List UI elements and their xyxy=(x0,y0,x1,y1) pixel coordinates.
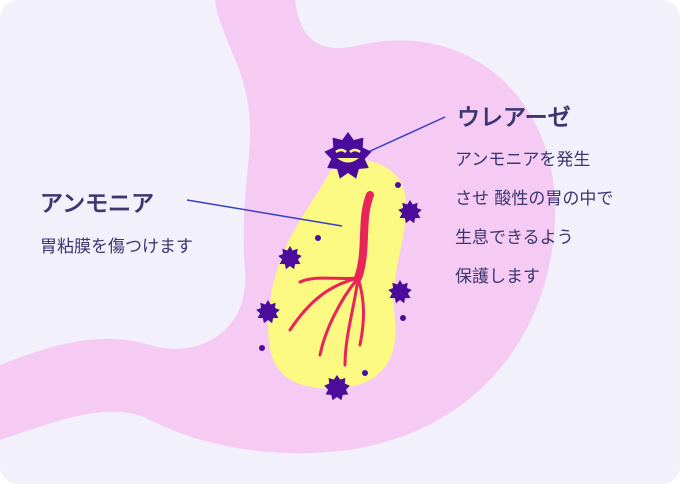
enzyme-star-icon xyxy=(278,246,302,270)
bacterium-body xyxy=(268,159,406,389)
enzyme-dot xyxy=(259,345,265,351)
ammonia-title: アンモニア xyxy=(40,191,155,217)
flagella xyxy=(288,191,374,367)
enzyme-dot xyxy=(315,235,321,241)
enzyme-star-icon xyxy=(256,300,280,324)
urease-line: アンモニアを発生 xyxy=(455,150,591,170)
urease-line: 生息できるよう xyxy=(455,228,574,248)
urease-title: ウレアーゼ xyxy=(457,105,571,131)
leader-lines xyxy=(186,116,446,227)
enzyme-star-icon xyxy=(388,280,412,304)
enzyme-star-icon xyxy=(398,200,422,224)
enzyme-face-icon xyxy=(335,148,361,163)
enzyme-star-icon xyxy=(324,132,372,179)
enzyme-dot xyxy=(395,182,401,188)
urease-line: 保護します xyxy=(455,267,540,287)
ammonia-desc: 胃粘膜を傷つけます xyxy=(40,237,193,257)
enzymes xyxy=(256,132,422,401)
stomach xyxy=(0,0,556,454)
enzyme-dot xyxy=(400,315,406,321)
urease-desc: アンモニアを発生 させ 酸性の胃の中で 生息できるよう 保護します xyxy=(455,141,613,297)
urease-line: させ 酸性の胃の中で xyxy=(455,189,614,209)
enzyme-star-icon xyxy=(324,375,350,401)
enzyme-dot xyxy=(362,370,368,376)
